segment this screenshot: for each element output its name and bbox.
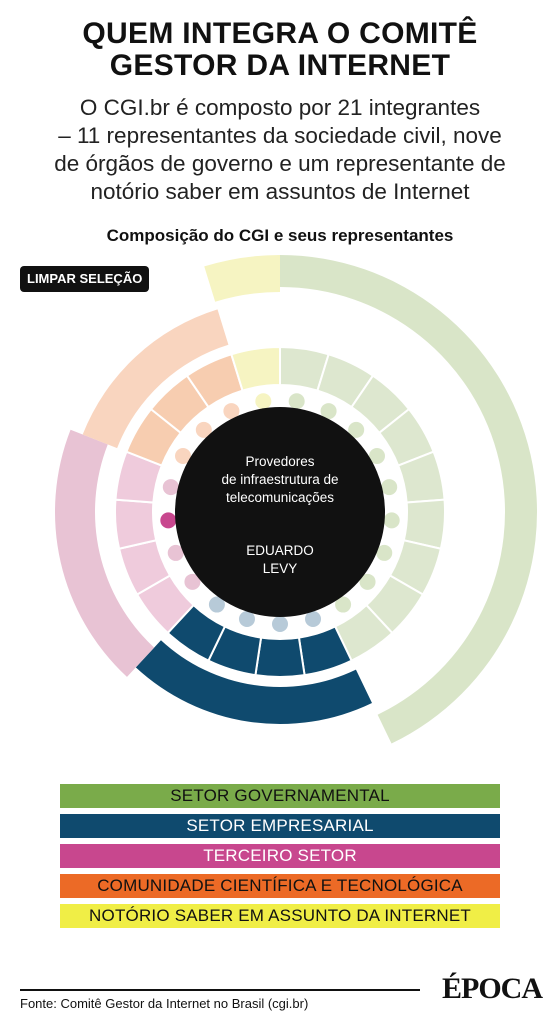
- intro-line-4: notório saber em assuntos de Internet: [90, 179, 470, 204]
- member-dot-empresarial[interactable]: [272, 616, 288, 632]
- member-dot-empresarial[interactable]: [305, 611, 322, 628]
- outer-arc-terceiro[interactable]: [54, 429, 155, 677]
- intro-line-3: de órgãos de governo e um representante …: [54, 151, 506, 176]
- title-line-2: GESTOR DA INTERNET: [109, 49, 451, 82]
- composition-diagram[interactable]: Provedores de infraestrutura de telecomu…: [0, 250, 560, 760]
- member-dot-governamental[interactable]: [383, 512, 400, 529]
- member-segment-notorio[interactable]: [230, 345, 281, 392]
- center-name-line-1: EDUARDO: [246, 543, 314, 558]
- member-segments[interactable]: [114, 345, 446, 678]
- member-dot-terceiro[interactable]: [167, 544, 184, 561]
- legend-empresarial[interactable]: SETOR EMPRESARIAL: [60, 814, 500, 838]
- footer-divider: [20, 989, 420, 991]
- member-dots[interactable]: [160, 393, 400, 632]
- member-dot-governamental[interactable]: [381, 479, 398, 496]
- intro-line-2: – 11 representantes da sociedade civil, …: [58, 123, 502, 148]
- member-dot-governamental[interactable]: [320, 403, 337, 420]
- member-dot-terceiro[interactable]: [162, 479, 179, 496]
- member-dot-governamental[interactable]: [288, 393, 305, 410]
- intro-line-1: O CGI.br é composto por 21 integrantes: [79, 95, 481, 120]
- legend-notorio-saber[interactable]: NOTÓRIO SABER EM ASSUNTO DA INTERNET: [60, 904, 500, 928]
- center-label-line-3: telecomunicações: [226, 490, 334, 505]
- member-dot-governamental[interactable]: [348, 421, 365, 438]
- member-dot-empresarial[interactable]: [208, 596, 225, 613]
- member-dot-governamental[interactable]: [368, 448, 385, 464]
- outer-arc-governamental[interactable]: [280, 255, 537, 744]
- intro-text: O CGI.br é composto por 21 integrantes –…: [20, 94, 540, 206]
- legend-comunidade-cientifica[interactable]: COMUNIDADE CIENTÍFICA E TECNOLÓGICA: [60, 874, 500, 898]
- chart-title: Composição do CGI e seus representantes: [106, 226, 454, 245]
- member-segment-empresarial[interactable]: [254, 636, 306, 678]
- center-label-line-1: Provedores: [245, 454, 314, 469]
- center-disc: [175, 407, 385, 617]
- legend-governamental[interactable]: SETOR GOVERNAMENTAL: [60, 784, 500, 808]
- center-name-line-2: LEVY: [263, 561, 298, 576]
- member-dot-cientifica[interactable]: [195, 421, 212, 438]
- legend-terceiro-setor[interactable]: TERCEIRO SETOR: [60, 844, 500, 868]
- member-dot-empresarial[interactable]: [238, 611, 255, 628]
- member-dot-cientifica[interactable]: [175, 448, 192, 464]
- outer-arc-cientifica[interactable]: [82, 309, 229, 449]
- member-dot-governamental[interactable]: [376, 544, 393, 561]
- epoca-logo: ÉPOCA: [442, 972, 543, 1005]
- clear-selection-button[interactable]: LIMPAR SELEÇÃO: [20, 266, 150, 292]
- member-dot-governamental[interactable]: [335, 596, 352, 613]
- outer-arc-empresarial[interactable]: [135, 640, 372, 724]
- member-dot-terceiro[interactable]: [184, 573, 201, 590]
- member-dot-cientifica[interactable]: [223, 403, 240, 420]
- title-line-1: QUEM INTEGRA O COMITÊ: [82, 17, 478, 50]
- member-dot-selected[interactable]: [160, 512, 177, 529]
- center-label-line-2: de infraestrutura de: [221, 472, 338, 487]
- source-note: Fonte: Comitê Gestor da Internet no Bras…: [20, 996, 309, 1011]
- member-segment-terceiro[interactable]: [114, 498, 158, 550]
- outer-arc-notorio[interactable]: [204, 255, 280, 302]
- page-title: QUEM INTEGRA O COMITÊ GESTOR DA INTERNET: [0, 18, 560, 82]
- member-dot-notorio[interactable]: [255, 393, 272, 410]
- member-dot-governamental[interactable]: [359, 573, 376, 590]
